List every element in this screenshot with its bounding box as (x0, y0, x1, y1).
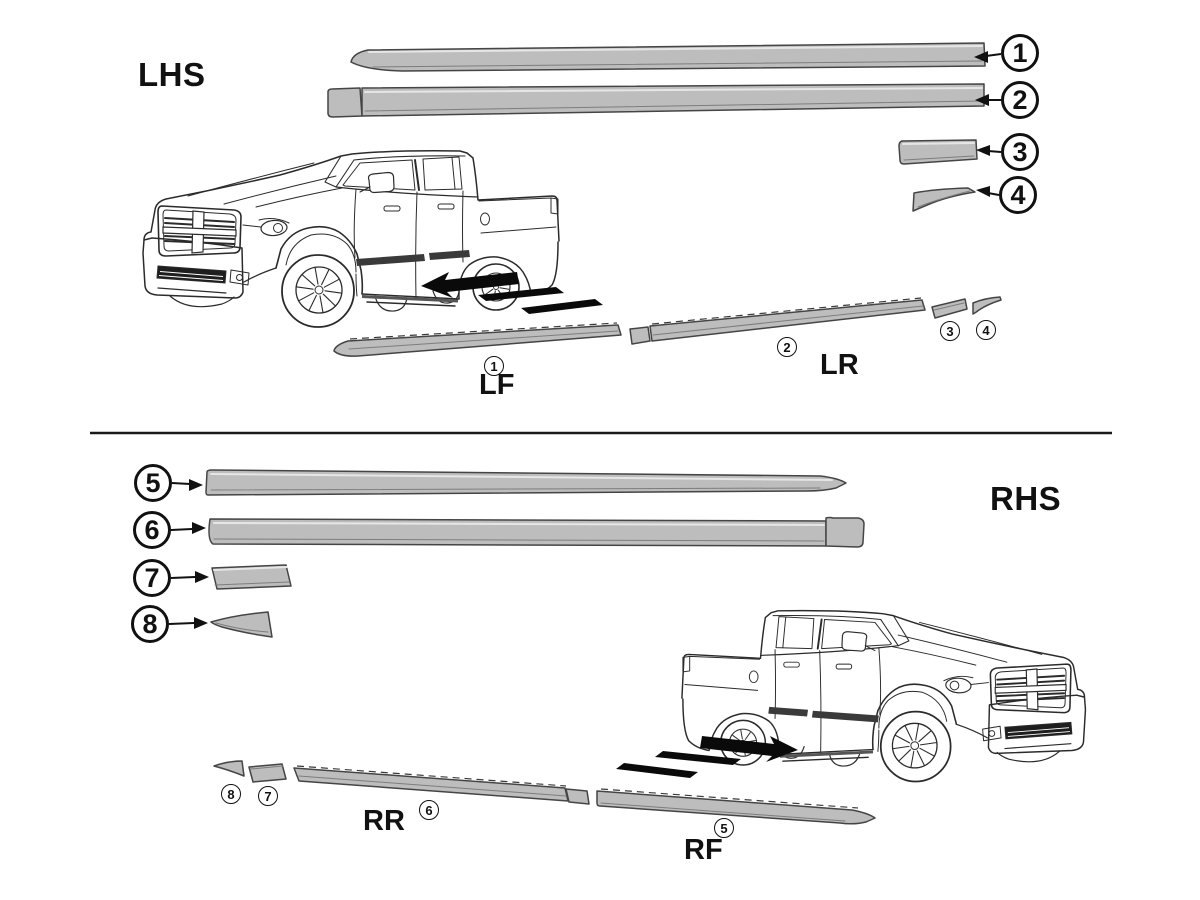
molding-part-4 (912, 187, 976, 212)
position-label-rf: RF (684, 834, 723, 866)
ground-marker-2: 2 (777, 337, 797, 357)
leader-arrow-5 (171, 479, 203, 491)
molding-part-1 (350, 42, 986, 72)
ground-marker-3: 3 (940, 321, 960, 341)
position-label-lf: LF (479, 369, 515, 401)
ground-marker-6: 6 (419, 800, 439, 820)
molding-part-8 (210, 611, 273, 638)
callout-3-badge: 3 (1001, 133, 1039, 171)
molding-part-7 (211, 564, 292, 590)
callout-5-badge: 5 (134, 464, 172, 502)
leader-arrow-6 (170, 522, 206, 534)
molding-part-4-ground (972, 296, 1002, 315)
leader-arrow-2 (975, 94, 1001, 106)
ground-marker-7: 7 (258, 786, 278, 806)
ground-marker-4: 4 (976, 320, 996, 340)
ground-marker-5: 5 (714, 818, 734, 838)
molding-part-8-ground (213, 760, 245, 777)
leader-arrow-7 (170, 571, 209, 583)
leader-arrow-3 (976, 145, 1002, 156)
molding-part-2-ground (629, 297, 926, 345)
ground-marker-8: 8 (221, 784, 241, 804)
leader-arrow-4 (976, 186, 1000, 197)
molding-part-6-ground (293, 765, 590, 805)
callout-6-badge: 6 (133, 511, 171, 549)
position-label-rr: RR (363, 805, 405, 837)
callout-2-badge: 2 (1001, 81, 1039, 119)
callout-7-badge: 7 (133, 559, 171, 597)
molding-part-3-ground (931, 298, 968, 319)
rhs-section-label: RHS (990, 480, 1062, 517)
molding-part-2 (327, 83, 985, 118)
molding-part-5 (205, 469, 847, 496)
molding-part-5-ground (596, 788, 876, 825)
callout-1-badge: 1 (1001, 34, 1039, 72)
truck-illustration-lhs (142, 149, 560, 328)
truck-illustration-rhs (680, 609, 1087, 783)
lhs-section-label: LHS (138, 56, 206, 93)
molding-part-1-ground (333, 322, 622, 357)
position-label-lr: LR (820, 349, 859, 381)
molding-part-6 (208, 516, 865, 548)
ground-marker-1: 1 (484, 356, 504, 376)
leader-arrow-8 (168, 617, 208, 629)
motion-arrow-lhs (421, 272, 603, 314)
leader-arrow-1 (974, 51, 1002, 63)
molding-part-3 (898, 139, 978, 165)
motion-arrow-rhs (616, 736, 798, 778)
callout-8-badge: 8 (131, 605, 169, 643)
callout-4-badge: 4 (999, 176, 1037, 214)
molding-part-7-ground (248, 763, 287, 783)
